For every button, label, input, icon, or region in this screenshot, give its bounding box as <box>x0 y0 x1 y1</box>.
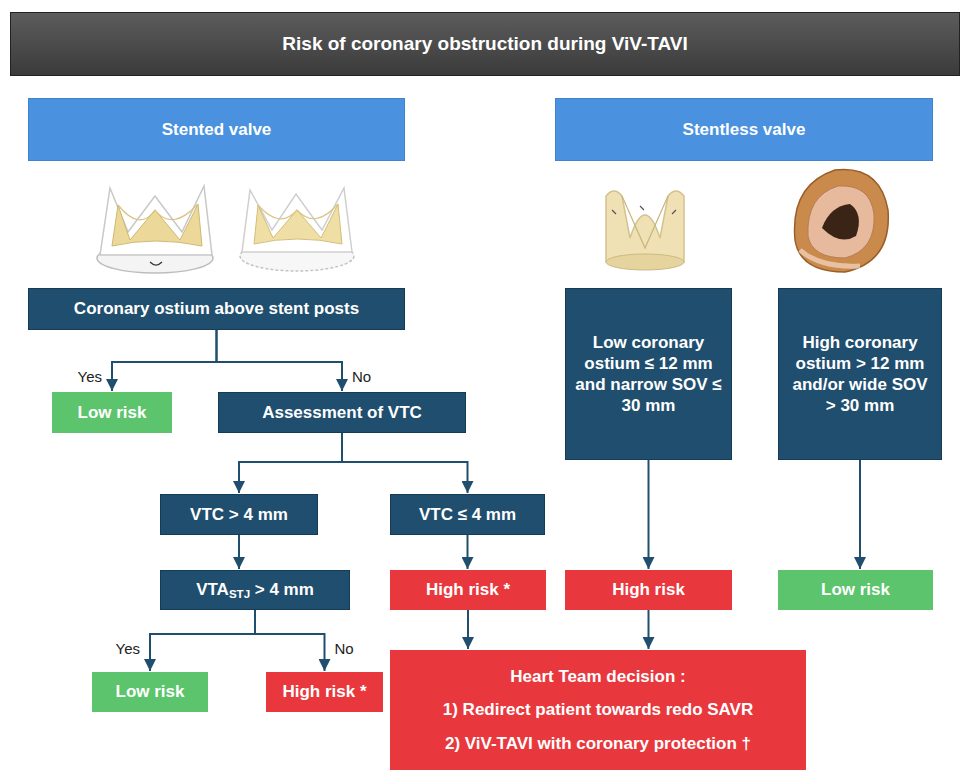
box-text: High risk * <box>282 681 366 702</box>
edge-label: Yes <box>114 640 142 658</box>
text-line: VTASTJ > 4 mm <box>196 579 314 601</box>
box-text: Low risk <box>116 681 185 702</box>
decision-box: Heart Team decision : 1) Redirect patient… <box>390 650 806 770</box>
box-text: Stentless valve <box>683 119 806 140</box>
connector <box>255 610 325 671</box>
process-box: High coronary ostium > 12 mm and/or wide… <box>778 288 942 460</box>
box-text: Coronary ostium above stent posts <box>74 298 359 319</box>
low-risk-box: Low risk <box>92 672 208 712</box>
box-text: > 4 mm <box>250 580 314 599</box>
box-text: Low risk <box>821 579 890 600</box>
connector <box>217 330 343 391</box>
edge-label: Yes <box>76 368 104 386</box>
box-text: High risk * <box>426 579 510 600</box>
box-text: Low risk <box>78 402 147 423</box>
connector <box>239 433 342 493</box>
high-risk-box: High risk <box>565 570 732 610</box>
high-risk-box: High risk * <box>266 672 383 712</box>
connector <box>112 330 217 391</box>
edge-label: No <box>333 640 356 658</box>
edge-label: No <box>350 368 373 386</box>
high-risk-box: High risk * <box>390 570 546 610</box>
connector <box>238 535 240 569</box>
title-bar: Risk of coronary obstruction during ViV-… <box>10 12 960 76</box>
process-box: VTC > 4 mm <box>160 494 318 535</box>
connector <box>648 610 650 649</box>
low-risk-box: Low risk <box>52 392 172 433</box>
box-text: VTC > 4 mm <box>190 504 288 525</box>
box-text: Assessment of VTC <box>262 402 422 423</box>
stented-valve-image <box>97 186 213 273</box>
subscript-text: STJ <box>229 588 250 600</box>
box-text: Low coronary ostium ≤ 12 mm and narrow S… <box>574 332 723 417</box>
stentless-valve-image <box>795 170 889 273</box>
process-box: Coronary ostium above stent posts <box>28 288 405 330</box>
connector <box>150 610 255 671</box>
box-text: 2) ViV-TAVI with coronary protection † <box>445 733 751 754</box>
process-box: Assessment of VTC <box>218 392 466 433</box>
box-text: VTC ≤ 4 mm <box>419 504 516 525</box>
process-box: Low coronary ostium ≤ 12 mm and narrow S… <box>565 288 732 460</box>
connector <box>859 460 861 569</box>
connector <box>467 535 469 569</box>
process-box: VTASTJ > 4 mm <box>160 570 350 610</box>
box-text: High coronary ostium > 12 mm and/or wide… <box>787 332 933 417</box>
category-header: Stented valve <box>28 98 405 161</box>
box-text: Stented valve <box>162 119 272 140</box>
box-text: 1) Redirect patient towards redo SAVR <box>443 699 753 720</box>
box-text: VTA <box>196 580 229 599</box>
connector <box>648 460 650 569</box>
category-header: Stentless valve <box>555 98 933 161</box>
box-text: High risk <box>612 579 685 600</box>
stentless-valve-image <box>606 191 684 270</box>
low-risk-box: Low risk <box>778 570 933 610</box>
box-text: Heart Team decision : <box>510 666 685 687</box>
stented-valve-image <box>240 188 354 271</box>
connector <box>342 433 468 493</box>
process-box: VTC ≤ 4 mm <box>390 494 545 535</box>
connector <box>467 610 469 649</box>
